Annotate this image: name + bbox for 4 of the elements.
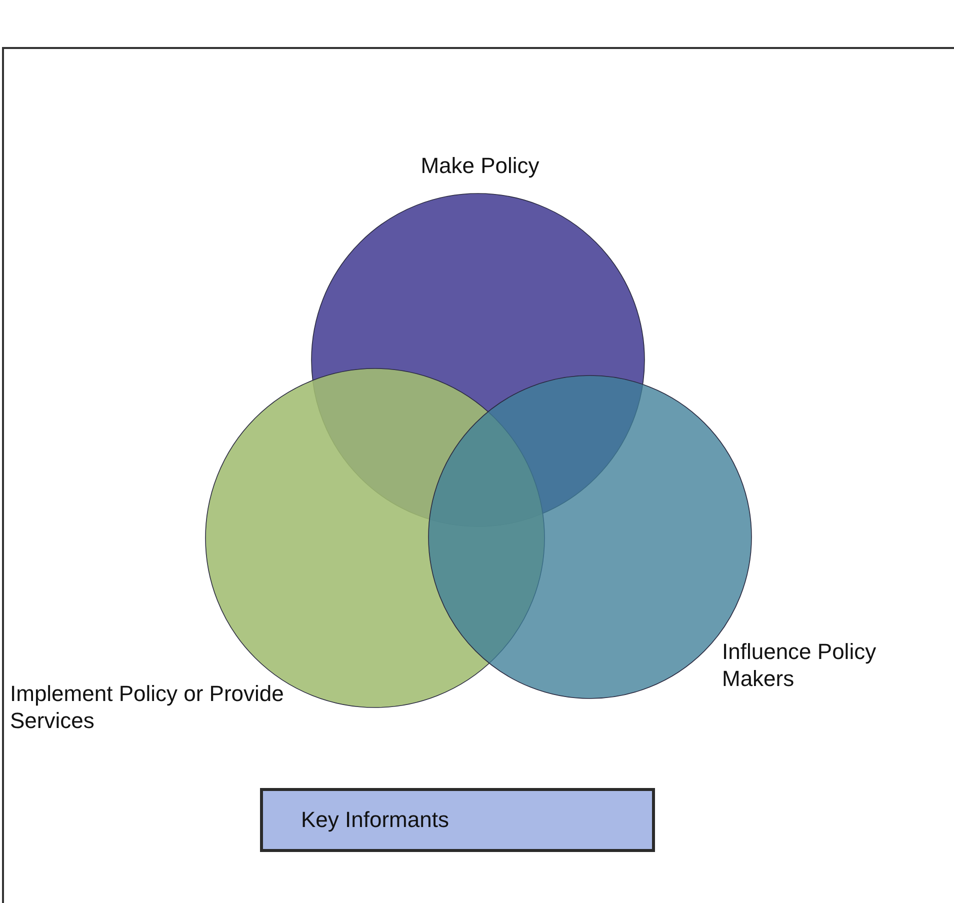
circle-label: Make Policy [420, 152, 540, 179]
label-box: Key Informants [260, 788, 655, 852]
circle-label: Implement Policy or Provide Services [10, 680, 285, 734]
circle-label: Influence Policy Makers [722, 638, 878, 692]
